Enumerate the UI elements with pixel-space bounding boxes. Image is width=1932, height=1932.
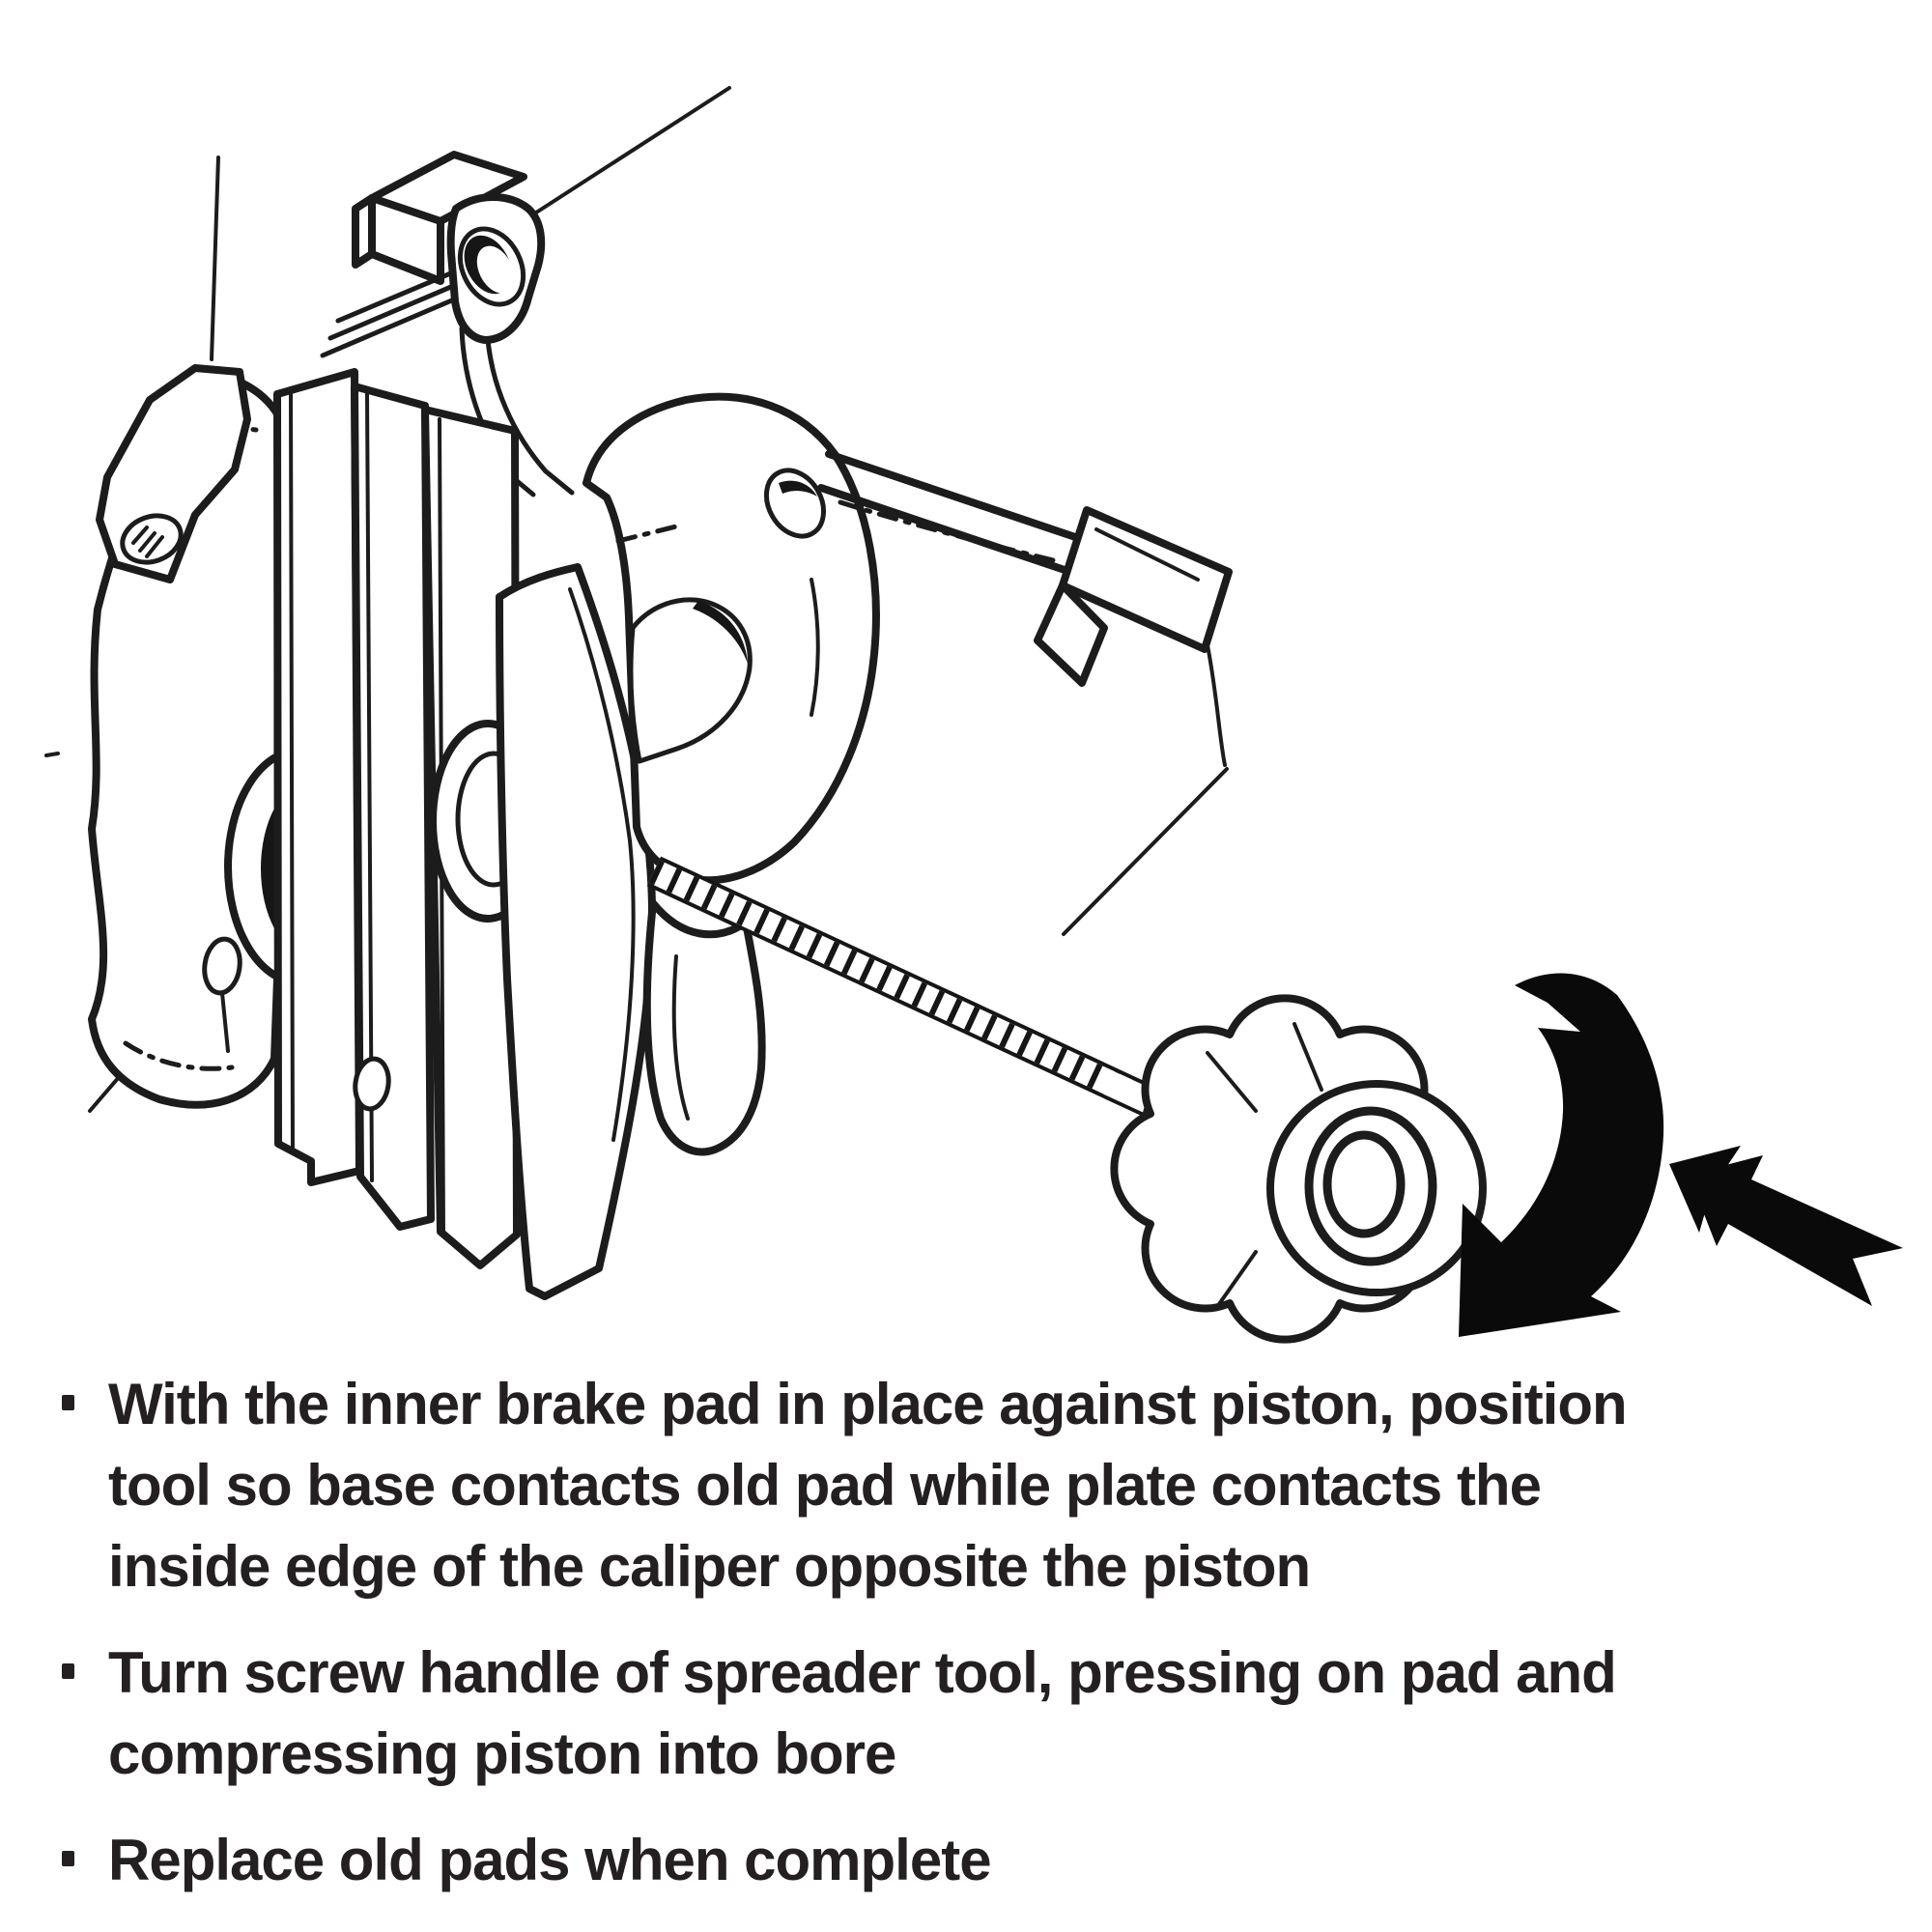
instruction-line: Turn screw handle of spreader tool, pres… bbox=[108, 1640, 1617, 1705]
bullet-marker bbox=[62, 1395, 74, 1410]
instruction-item-2: Turn screw handle of spreader tool, pres… bbox=[0, 1633, 1932, 1795]
caliper-spreader-figure bbox=[44, 86, 1903, 1344]
bridge-arm-detail bbox=[838, 499, 1056, 563]
rotate-knob-curved-arrow bbox=[1459, 973, 1664, 1337]
bridge-arm-edge bbox=[817, 484, 1074, 576]
instruction-line: compressing piston into bore bbox=[108, 1721, 896, 1786]
instruction-item-3: Replace old pads when complete bbox=[0, 1820, 1932, 1901]
knob-center-hole bbox=[1322, 1130, 1406, 1238]
foot-detail bbox=[671, 954, 690, 1121]
press-inward-arrow bbox=[1689, 1155, 1903, 1306]
body-detail bbox=[123, 1040, 235, 1071]
arm-detail bbox=[615, 524, 679, 544]
outer-pad-lug-edge bbox=[1094, 527, 1200, 582]
plate-edge-line bbox=[365, 392, 374, 1182]
bridge-arm-edge bbox=[825, 450, 1091, 545]
bleed-hole bbox=[202, 936, 242, 996]
arm-detail bbox=[810, 578, 820, 717]
instruction-list: With the inner brake pad in place agains… bbox=[0, 1364, 1932, 1926]
knob-depth-line bbox=[1293, 1022, 1323, 1092]
leader-line-bracket bbox=[531, 86, 731, 216]
lug-tail-line bbox=[1206, 643, 1227, 767]
lug-neck-edge bbox=[485, 337, 575, 496]
window-shadow bbox=[693, 601, 748, 664]
lug-hole-inner bbox=[476, 245, 515, 294]
anchor-plate bbox=[273, 368, 363, 1186]
outer-pad-lug-foot bbox=[1034, 582, 1108, 687]
caliper-spreader-diagram bbox=[44, 86, 1903, 1344]
instruction-line: Replace old pads when complete bbox=[108, 1828, 992, 1892]
leader-line-pad bbox=[210, 156, 220, 361]
screw-body bbox=[648, 860, 1163, 1117]
outer-arm-hole-shade bbox=[779, 480, 817, 497]
bleed-hole-mark bbox=[220, 991, 230, 1053]
outer-arm-foot bbox=[642, 899, 766, 1156]
top-block-step bbox=[352, 194, 376, 269]
instruction-line: tool so base contacts old pad while plat… bbox=[108, 1453, 1542, 1518]
plate-edge-line bbox=[289, 386, 295, 1151]
inner-brake-pad bbox=[351, 383, 435, 1231]
knob-face-ring bbox=[1304, 1106, 1437, 1266]
instruction-item-1: With the inner brake pad in place agains… bbox=[0, 1364, 1932, 1607]
outer-pad-lug bbox=[1059, 506, 1233, 653]
spreader-plate-edge bbox=[568, 587, 636, 1142]
knob-depth-line bbox=[1206, 1051, 1258, 1113]
caliper-window bbox=[628, 597, 753, 764]
instruction-line: With the inner brake pad in place agains… bbox=[108, 1372, 1628, 1436]
bullet-marker bbox=[62, 1851, 74, 1866]
stray-mark bbox=[44, 752, 60, 757]
hole-thread-hatch bbox=[131, 526, 164, 558]
knob-depth-line bbox=[1217, 1250, 1258, 1306]
pad-wear-hole bbox=[353, 1056, 391, 1112]
bullet-marker bbox=[62, 1663, 74, 1679]
turn-knob bbox=[1110, 994, 1487, 1344]
leader-line-screw bbox=[1062, 767, 1229, 936]
caliper-outer-half bbox=[582, 392, 1233, 1156]
annotation-arrows bbox=[1459, 973, 1903, 1337]
instruction-line: inside edge of the caliper opposite the … bbox=[108, 1534, 1311, 1599]
